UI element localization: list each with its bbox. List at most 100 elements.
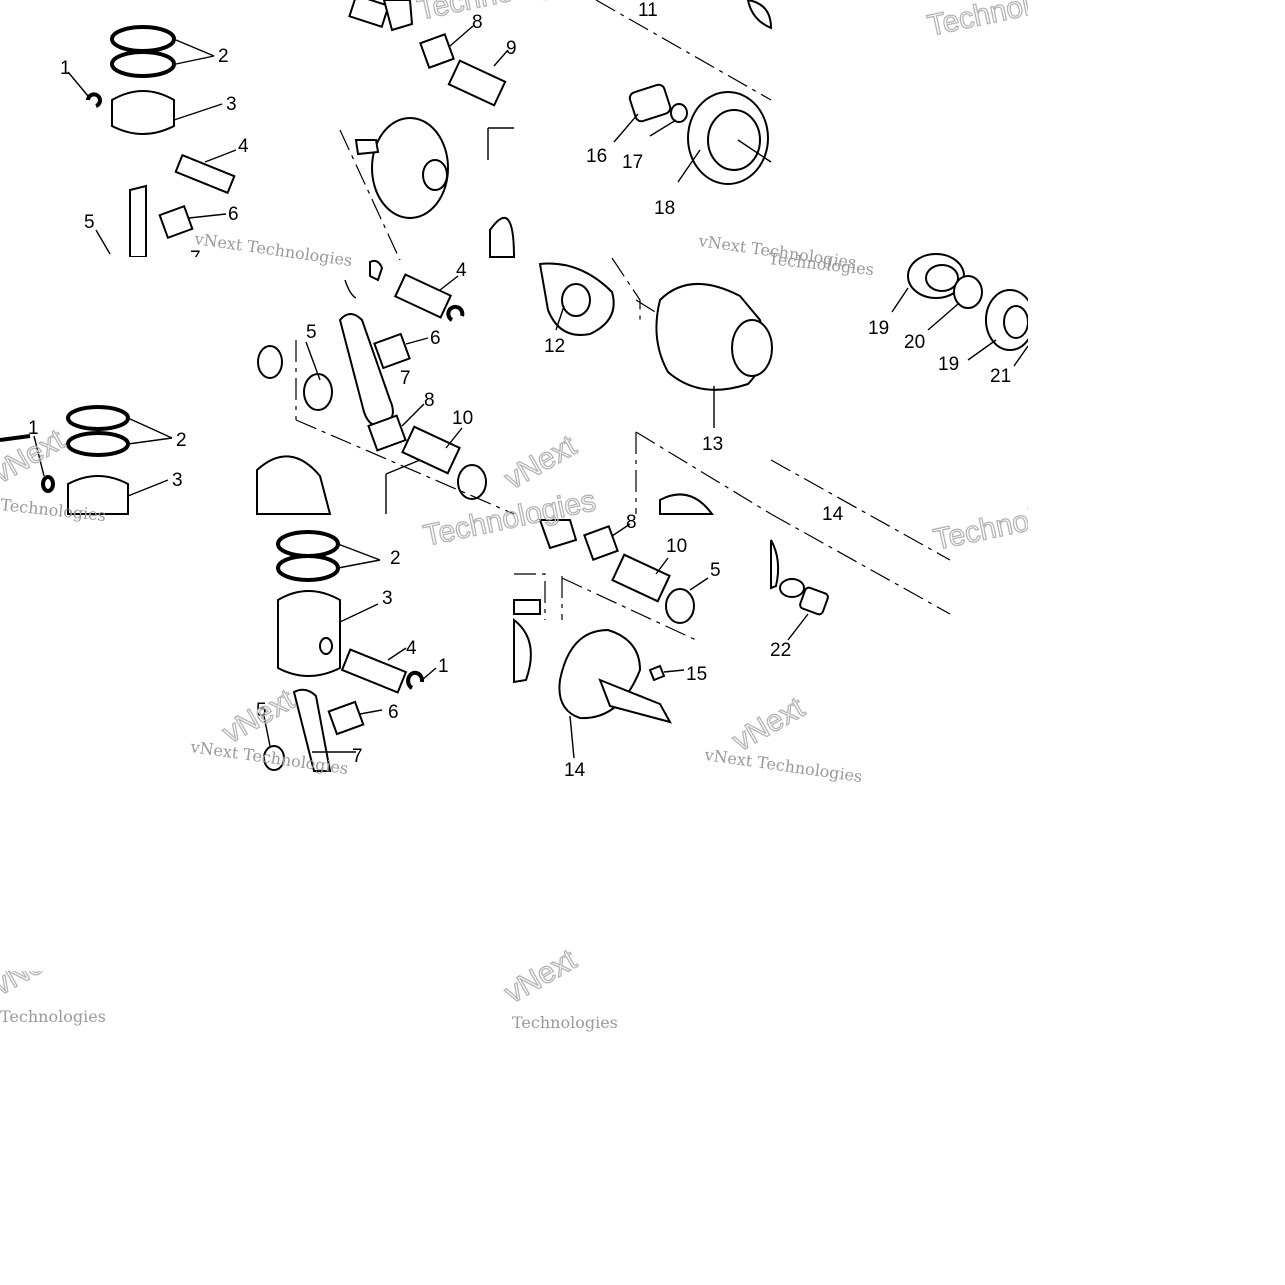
label-1: 1 — [60, 58, 71, 79]
label-12: 12 — [544, 336, 565, 357]
o-ring-20 — [953, 275, 983, 309]
piston-pin — [174, 153, 236, 195]
label-6: 6 — [388, 702, 399, 723]
needle-bearing-b — [419, 33, 455, 69]
label-5: 5 — [84, 212, 95, 233]
crank-wheel-f — [256, 455, 332, 515]
label-17: 17 — [622, 152, 643, 173]
watermark: Technologies — [768, 249, 875, 279]
bushing — [628, 83, 672, 123]
crank-pin — [447, 59, 507, 107]
label-14: 14 — [822, 504, 844, 525]
tile-piston-group-e — [0, 405, 173, 515]
crank-pin-k — [611, 553, 671, 603]
watermark: Technologies — [0, 1007, 106, 1026]
tile-nut-l — [770, 513, 951, 641]
tile-piston-group-j — [263, 530, 437, 772]
label-8: 8 — [626, 512, 637, 533]
watermark: Technologies — [421, 484, 599, 553]
label-16: 16 — [586, 146, 607, 167]
label-22: 22 — [770, 640, 791, 661]
piston-pin-j — [340, 648, 408, 694]
label-6: 6 — [228, 204, 239, 225]
watermark: Technologies — [415, 0, 593, 27]
needle-bearing — [158, 204, 194, 240]
label-19: 19 — [868, 318, 889, 339]
label-20: 20 — [904, 332, 925, 353]
piston-ring-upper — [110, 25, 176, 53]
blank-tile — [1028, 0, 1285, 1285]
crank-wheel-hub — [422, 159, 448, 191]
flywheel-washer — [348, 0, 390, 28]
watermark: vNext — [499, 429, 582, 496]
piston-pin-f — [393, 273, 453, 319]
label-4: 4 — [456, 260, 467, 281]
label-3: 3 — [226, 94, 237, 115]
piston-ring-lower — [110, 50, 176, 78]
blank-tile — [0, 771, 257, 971]
tile-conrod-group-f — [256, 259, 515, 515]
connecting-rod — [129, 184, 147, 258]
piston-e — [67, 475, 129, 515]
part-labels: 1 2 3 4 5 6 7 8 9 11 16 17 18 4 5 6 7 8 … — [28, 0, 1011, 781]
label-4: 4 — [406, 638, 417, 659]
label-18: 18 — [654, 198, 675, 219]
piston — [111, 90, 175, 135]
label-21: 21 — [990, 366, 1011, 387]
connecting-rod-f — [338, 313, 394, 427]
label-4: 4 — [238, 136, 249, 157]
piston-j — [277, 590, 341, 677]
label-7: 7 — [352, 746, 363, 767]
label-5: 5 — [256, 700, 267, 721]
crank-wheel — [371, 117, 449, 219]
thrust-washer — [457, 464, 487, 500]
label-5: 5 — [710, 560, 721, 581]
label-8: 8 — [424, 390, 435, 411]
crank-wheel-edge — [489, 216, 516, 258]
label-2: 2 — [218, 46, 229, 67]
label-3: 3 — [172, 470, 183, 491]
watermark: vNext — [0, 423, 70, 490]
label-5: 5 — [306, 322, 317, 343]
tile-main-bearing-c — [595, 0, 773, 185]
bearing-edge — [746, 0, 773, 30]
label-1: 1 — [28, 418, 39, 439]
o-ring — [670, 103, 688, 123]
tile-crank-half-b — [339, 0, 516, 261]
tile-crank-center-g — [538, 257, 773, 515]
washer-22 — [779, 578, 805, 598]
label-3: 3 — [382, 588, 393, 609]
label-15: 15 — [686, 664, 707, 685]
label-6: 6 — [430, 328, 441, 349]
watermark: vNext — [499, 943, 582, 1010]
nut-22 — [799, 586, 829, 616]
tile-crank-stub-k — [513, 519, 709, 759]
needle-bearing-k — [583, 525, 619, 561]
blank-tile — [0, 257, 257, 387]
label-14: 14 — [564, 760, 586, 781]
watermark: vNext Technologies — [702, 745, 863, 786]
circlip — [86, 92, 102, 108]
label-19: 19 — [938, 354, 959, 375]
watermark: Technologies — [512, 1013, 618, 1032]
label-2: 2 — [390, 548, 401, 569]
connecting-rod-end — [382, 0, 414, 32]
woodruff-key — [648, 664, 666, 682]
label-8: 8 — [472, 12, 483, 33]
label-7: 7 — [400, 368, 411, 389]
label-11: 11 — [638, 0, 658, 21]
crank-shaft — [598, 678, 673, 724]
label-9: 9 — [506, 38, 517, 59]
crank-stub — [354, 139, 380, 156]
label-1: 1 — [438, 656, 449, 677]
watermark: vNext — [217, 683, 300, 750]
watermark: vNext — [727, 691, 810, 758]
tile-bearings-h — [770, 253, 1035, 561]
label-10: 10 — [666, 536, 687, 557]
needle-bearing-f — [373, 332, 411, 370]
label-13: 13 — [702, 434, 723, 455]
connecting-rod-j — [292, 688, 332, 772]
tile-piston-group-a — [67, 25, 237, 258]
label-2: 2 — [176, 430, 187, 451]
